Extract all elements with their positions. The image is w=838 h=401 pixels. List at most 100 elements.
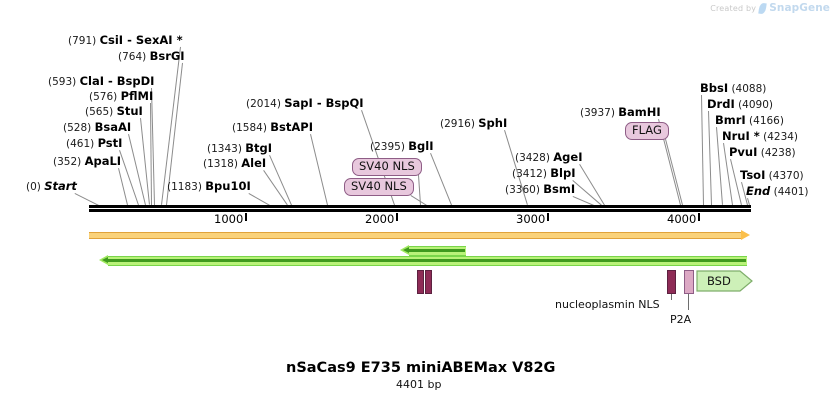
site-position: (2395): [370, 141, 409, 153]
site-enzyme-name: Start: [44, 179, 77, 193]
restriction-site-label-bmri[interactable]: BmrI (4166): [715, 114, 784, 127]
watermark-brand: SnapGene: [769, 2, 830, 14]
restriction-site-label-agei[interactable]: (3428) AgeI: [515, 151, 582, 164]
restriction-site-label-stui[interactable]: (565) StuI: [85, 105, 143, 118]
leader-line: [665, 139, 683, 206]
site-position: (352): [53, 156, 85, 168]
site-position: (3412): [512, 168, 551, 180]
orange-arrow-right-head: [741, 230, 750, 240]
site-name-separator: -: [123, 33, 136, 47]
feature-pill-flag[interactable]: FLAG: [625, 122, 669, 140]
site-position: (3937): [580, 107, 619, 119]
ruler-tick-1000: [245, 213, 247, 221]
site-enzyme-name: BsrGI: [149, 49, 185, 63]
site-enzyme-name: ClaI: [79, 74, 104, 88]
leader-line: [579, 164, 605, 206]
site-enzyme-name-alt: SexAI: [135, 33, 173, 47]
green-arrow-left-short-core: [408, 249, 465, 252]
sequence-length-label: 4401 bp: [396, 378, 442, 391]
restriction-site-label-bgli[interactable]: (2395) BglI: [370, 140, 433, 153]
leader-line: [119, 150, 139, 206]
site-enzyme-name: BlpI: [550, 166, 576, 180]
restriction-site-label-bsaai[interactable]: (528) BsaAI: [63, 121, 131, 134]
annotation-p2a: P2A: [670, 313, 692, 326]
restriction-site-label-psti[interactable]: (461) PstI: [66, 137, 122, 150]
site-enzyme-name: TsoI: [740, 168, 766, 182]
site-position: (461): [66, 138, 98, 150]
ruler-tick-2000: [396, 213, 398, 221]
restriction-site-label-csii[interactable]: (791) CsiI - SexAI *: [68, 34, 183, 47]
bsd-gene-arrow[interactable]: [696, 269, 753, 293]
site-position: (4166): [745, 115, 784, 127]
site-enzyme-name: AleI: [241, 156, 267, 170]
green-arrow-left-long-core: [107, 259, 746, 262]
restriction-site-label-end[interactable]: End (4401): [746, 185, 809, 198]
annotation-leader-line: [671, 294, 672, 300]
site-enzyme-name: BtgI: [245, 141, 273, 155]
site-position: (1343): [207, 143, 246, 155]
restriction-site-label-nrui[interactable]: NruI * (4234): [722, 130, 798, 143]
gene-feature-nls-block-1[interactable]: [417, 270, 424, 294]
site-position: (4401): [770, 186, 809, 198]
restriction-site-label-bstapi[interactable]: (1584) BstAPI: [232, 121, 313, 134]
site-enzyme-name: PflMI: [120, 89, 154, 103]
gene-feature-nls-block-2[interactable]: [425, 270, 432, 294]
site-enzyme-name: StuI: [116, 104, 143, 118]
site-enzyme-name: PstI: [97, 136, 123, 150]
watermark-prefix: Created by: [710, 3, 757, 13]
restriction-site-label-tsoi[interactable]: TsoI (4370): [740, 169, 804, 182]
site-enzyme-name: DrdI: [707, 97, 735, 111]
restriction-site-label-pflmi[interactable]: (576) PflMI: [89, 90, 153, 103]
site-position: (2916): [440, 118, 479, 130]
leader-line: [74, 193, 99, 206]
restriction-site-label-pvui[interactable]: PvuI (4238): [729, 146, 796, 159]
gene-feature-p2a[interactable]: [684, 270, 694, 294]
snapgene-watermark: Created by SnapGene: [710, 2, 830, 14]
sequence-bar-bottom: [89, 209, 751, 212]
ruler-tick-label-2000: 2000: [365, 212, 395, 226]
site-position: (576): [89, 91, 121, 103]
restriction-site-label-blpi[interactable]: (3412) BlpI: [512, 167, 575, 180]
restriction-site-label-alei[interactable]: (1318) AleI: [203, 157, 266, 170]
site-enzyme-name: NruI *: [722, 129, 760, 143]
restriction-site-label-bsmi[interactable]: (3360) BsmI: [505, 183, 575, 196]
site-position: (2014): [246, 98, 285, 110]
site-position: (593): [48, 76, 80, 88]
restriction-site-label-drdi[interactable]: DrdI (4090): [707, 98, 773, 111]
site-position: (4088): [728, 83, 767, 95]
site-position: (4238): [757, 147, 796, 159]
restriction-site-label-btgi[interactable]: (1343) BtgI: [207, 142, 272, 155]
annotation-leader-line: [688, 294, 689, 310]
restriction-site-label-bbsi[interactable]: BbsI (4088): [700, 82, 766, 95]
leader-line: [430, 153, 452, 206]
gene-feature-nucleoplasmin-nls[interactable]: [667, 270, 676, 294]
ruler-tick-label-4000: 4000: [667, 212, 697, 226]
site-position: (4090): [734, 99, 773, 111]
annotation-nucleoplasmin-nls: nucleoplasmin NLS: [555, 298, 660, 311]
orange-arrow-right-body: [89, 232, 741, 239]
site-enzyme-name: ApaLI: [84, 154, 122, 168]
restriction-site-label-bsrgi[interactable]: (764) BsrGI: [118, 50, 185, 63]
site-enzyme-name: SphI: [478, 116, 508, 130]
ruler-tick-3000: [547, 213, 549, 221]
restriction-site-label-bamhi[interactable]: (3937) BamHI: [580, 106, 661, 119]
green-arrow-left-long-core-head: [102, 257, 108, 263]
green-arrow-left-short-core-head: [403, 247, 409, 253]
restriction-site-label-sphi[interactable]: (2916) SphI: [440, 117, 507, 130]
feature-pill-sv40-nls[interactable]: SV40 NLS: [344, 178, 414, 196]
site-position: (1318): [203, 158, 242, 170]
leader-line: [248, 193, 270, 206]
star-marker: *: [172, 33, 183, 47]
restriction-site-label-apali[interactable]: (352) ApaLI: [53, 155, 121, 168]
restriction-site-label-start[interactable]: (0) Start: [26, 180, 77, 193]
site-position: (764): [118, 51, 150, 63]
site-enzyme-name: BstAPI: [270, 120, 313, 134]
restriction-site-label-sapi[interactable]: (2014) SapI - BspQI: [246, 97, 364, 110]
ruler-tick-label-3000: 3000: [516, 212, 546, 226]
restriction-site-label-clai[interactable]: (593) ClaI - BspDI: [48, 75, 154, 88]
restriction-site-label-bpu10i[interactable]: (1183) Bpu10I: [167, 180, 251, 193]
site-enzyme-name: BbsI: [700, 81, 729, 95]
page-title: nSaCas9 E735 miniABEMax V82G: [286, 360, 556, 376]
feature-pill-sv40-nls[interactable]: SV40 NLS: [352, 158, 422, 176]
